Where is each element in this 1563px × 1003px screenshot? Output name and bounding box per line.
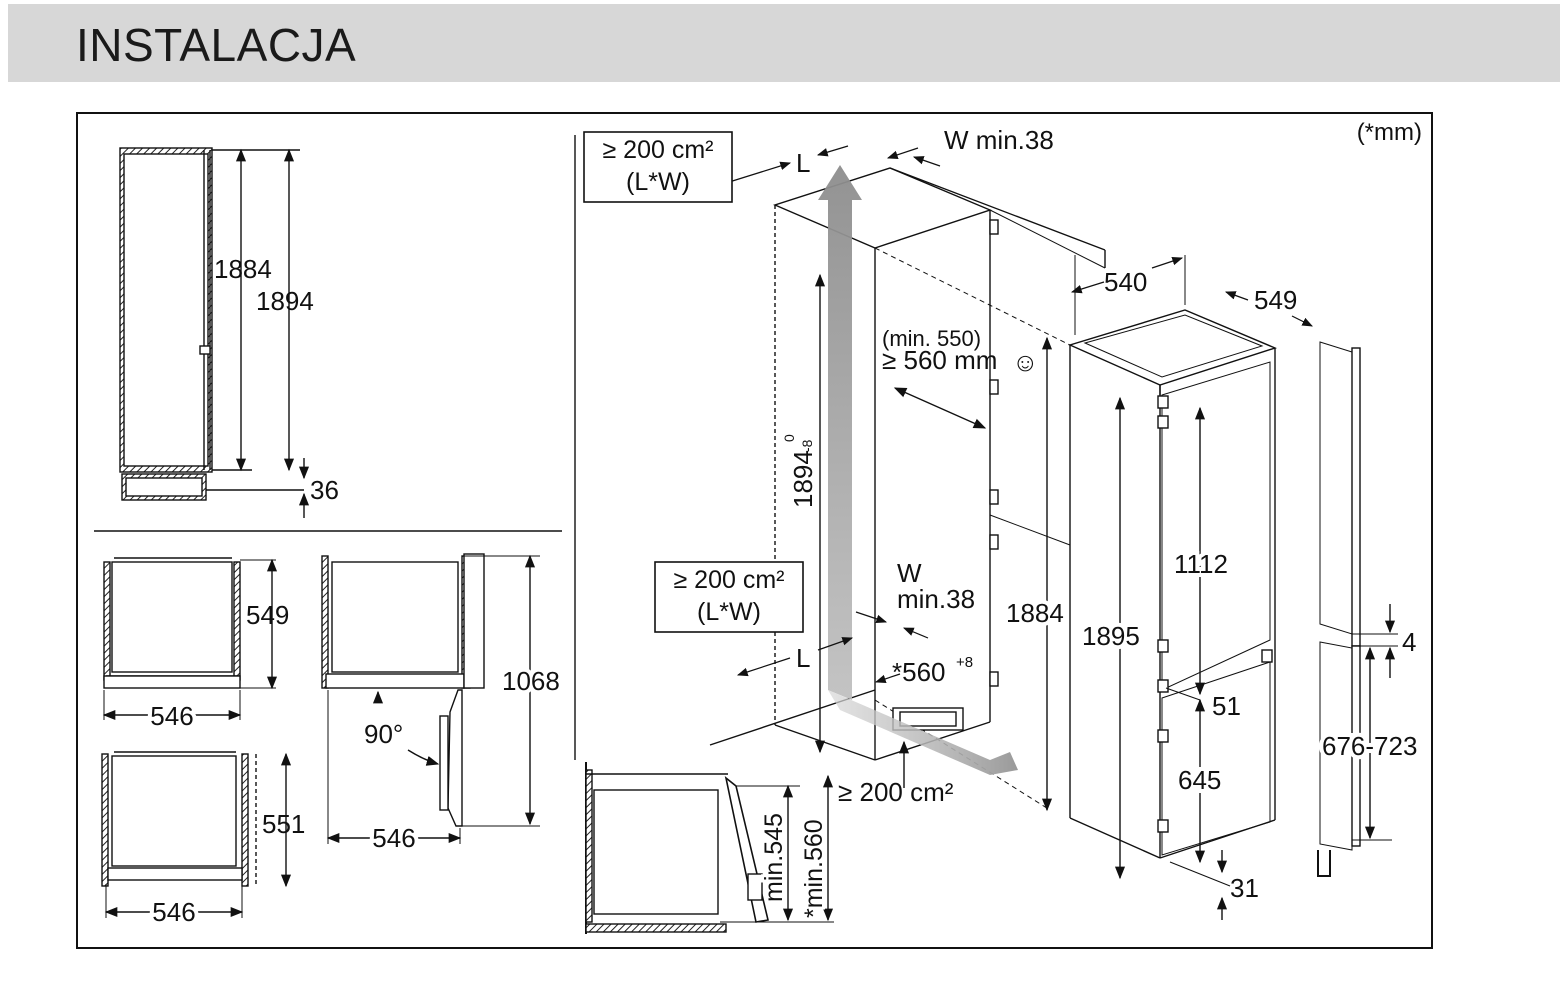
label-36: 36 bbox=[310, 475, 339, 505]
top-view-b-drawing bbox=[101, 751, 257, 887]
label-549: 549 bbox=[246, 600, 289, 630]
airflow-arrow-in bbox=[828, 690, 1018, 775]
label-1894-niche: 1894 bbox=[788, 450, 818, 508]
top-view-a-drawing bbox=[103, 557, 241, 689]
dim-W-top-b bbox=[912, 156, 941, 167]
angle-arc bbox=[407, 749, 440, 766]
label-plinth-area: ≥ 200 cm² bbox=[838, 777, 954, 807]
dim-line-depth bbox=[893, 387, 987, 429]
label-min38-bottom: min.38 bbox=[897, 584, 975, 614]
label-vent-top-area: ≥ 200 cm² bbox=[603, 136, 714, 164]
label-1895: 1895 bbox=[1082, 621, 1140, 651]
label-51: 51 bbox=[1212, 691, 1241, 721]
dim-W-top-a bbox=[886, 147, 919, 160]
header-bar: INSTALACJA bbox=[8, 4, 1560, 82]
label-540: 540 bbox=[1104, 267, 1147, 297]
label-1112: 1112 bbox=[1174, 549, 1228, 579]
vent-bottom-label-box bbox=[654, 561, 804, 633]
plan-detail-drawing bbox=[585, 762, 834, 934]
dim-L-bottom-left bbox=[736, 657, 791, 677]
appliance-drawing bbox=[1067, 255, 1278, 859]
door-swing-view-drawing bbox=[321, 553, 540, 827]
smile-icon: ☺ bbox=[1012, 347, 1039, 377]
label-vent-bottom-formula: (L*W) bbox=[697, 598, 761, 626]
label-1884-niche: 1884 bbox=[1006, 598, 1064, 628]
dim-540-left bbox=[1070, 281, 1105, 294]
label-vent-bottom-area: ≥ 200 cm² bbox=[674, 566, 785, 594]
label-depth-pref: ≥ 560 mm bbox=[882, 345, 997, 375]
dim-549-right bbox=[1291, 315, 1313, 327]
niche-drawing bbox=[709, 167, 1106, 811]
dim-L-top-right bbox=[816, 145, 849, 157]
label-1884: 1884 bbox=[214, 254, 272, 284]
dim-line-560 bbox=[874, 673, 901, 684]
vent-top-label-box bbox=[583, 131, 733, 203]
dim-L-bottom-right bbox=[817, 637, 854, 651]
label-W-bottom: W bbox=[897, 558, 922, 588]
label-W-min38-top: W min.38 bbox=[944, 125, 1054, 155]
label-31: 31 bbox=[1230, 873, 1259, 903]
label-depth-min: (min. 550) bbox=[882, 326, 981, 351]
label-L-bottom: L bbox=[796, 643, 810, 673]
label-546-a: 546 bbox=[150, 701, 193, 731]
label-645: 645 bbox=[1178, 765, 1221, 795]
label-width-tol: +8 bbox=[956, 654, 973, 671]
side-view-drawing bbox=[119, 147, 304, 501]
dim-540-right bbox=[1151, 256, 1184, 269]
label-1894-tol-lower: -8 bbox=[799, 439, 815, 452]
label-vent-top-formula: (L*W) bbox=[626, 168, 690, 196]
label-90-degrees: 90° bbox=[364, 719, 403, 749]
units-note: (*mm) bbox=[1357, 119, 1422, 146]
label-1068: 1068 bbox=[502, 666, 560, 696]
label-549-appliance: 549 bbox=[1254, 285, 1297, 315]
page-title: INSTALACJA bbox=[76, 19, 357, 71]
label-min560: *min.560 bbox=[800, 819, 828, 918]
label-width-560: *560 bbox=[892, 657, 946, 687]
airflow-arrow-up bbox=[818, 165, 862, 700]
label-4: 4 bbox=[1402, 627, 1416, 657]
door-panel-profile bbox=[1317, 341, 1398, 877]
label-min545: min.545 bbox=[760, 813, 788, 902]
label-1894-tol-upper: 0 bbox=[781, 434, 797, 442]
label-546-b: 546 bbox=[152, 897, 195, 927]
label-L-top: L bbox=[796, 148, 810, 178]
label-1894: 1894 bbox=[256, 286, 314, 316]
label-676-723: 676-723 bbox=[1322, 731, 1417, 761]
label-546-c: 546 bbox=[372, 823, 415, 853]
dim-W-bottom-a bbox=[855, 611, 888, 624]
label-551: 551 bbox=[262, 809, 305, 839]
diagram-frame bbox=[76, 112, 1433, 949]
dim-W-bottom-b bbox=[903, 627, 929, 639]
dim-549-left bbox=[1224, 291, 1249, 301]
